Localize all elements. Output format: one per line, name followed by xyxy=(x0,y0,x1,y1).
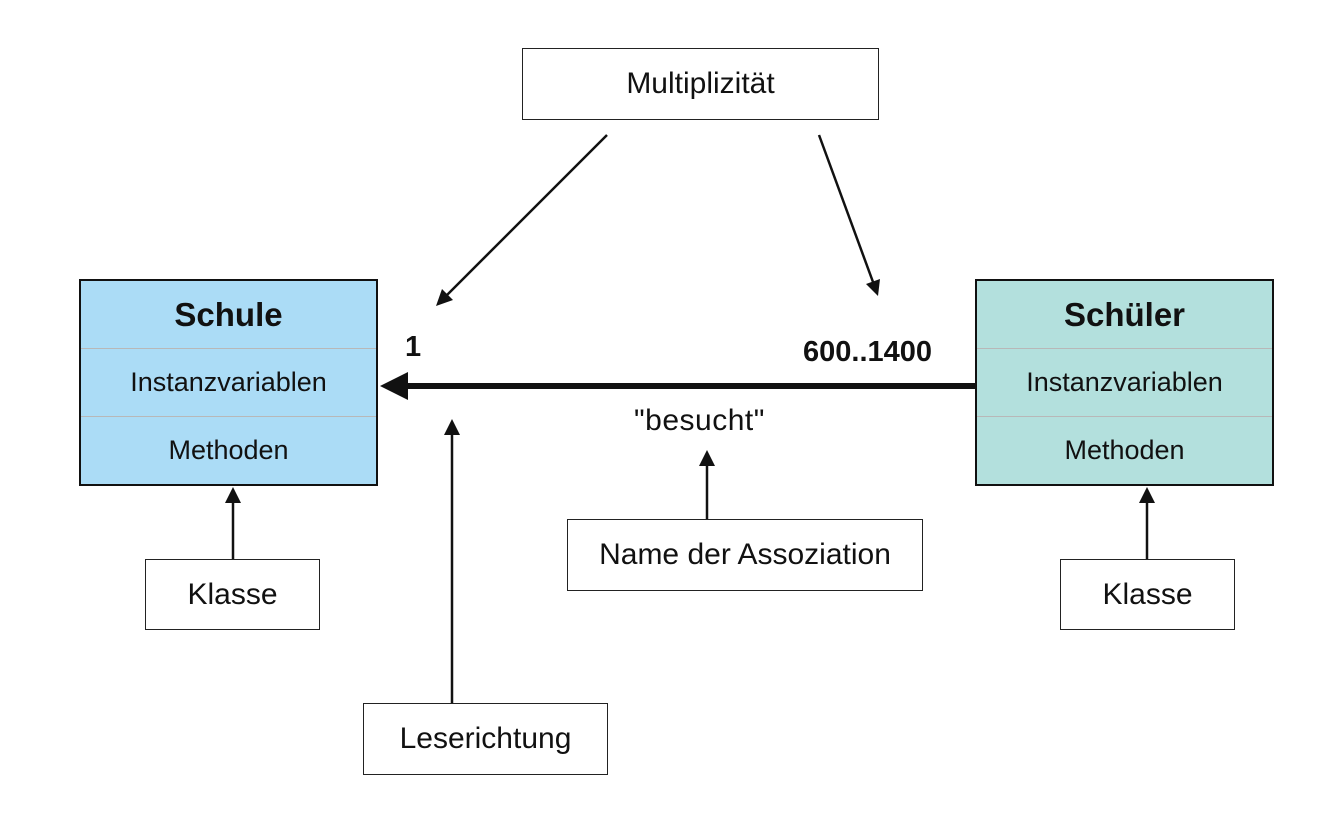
class-box-schule: Schule Instanzvariablen Methoden xyxy=(79,279,378,486)
class-label-right: Klasse xyxy=(1060,559,1235,630)
association-name-arrow-head xyxy=(699,450,715,466)
multiplicity-label: Multiplizität xyxy=(522,48,879,120)
class-name-schueler: Schüler xyxy=(1063,295,1186,333)
class-left-arrow-head xyxy=(225,487,241,503)
multiplicity-arrow-right xyxy=(817,134,875,283)
multiplicity-right: 600..1400 xyxy=(803,336,933,368)
class-methods-schueler: Methoden xyxy=(977,416,1272,484)
class-attributes-schule: Instanzvariablen xyxy=(81,348,376,416)
multiplicity-left: 1 xyxy=(405,331,422,363)
multiplicity-arrow-right-head xyxy=(866,279,880,296)
association-arrowhead xyxy=(380,372,408,400)
class-methods-schule: Methoden xyxy=(81,416,376,484)
association-name: "besucht" xyxy=(634,404,765,437)
multiplicity-arrow-left-head xyxy=(436,289,453,306)
class-right-arrow-head xyxy=(1139,487,1155,503)
multiplicity-arrow-left xyxy=(445,134,608,297)
reading-direction-arrow-head xyxy=(444,419,460,435)
class-name-schule: Schule xyxy=(174,295,283,333)
class-attributes-schueler: Instanzvariablen xyxy=(977,348,1272,416)
association-name-label: Name der Assoziation xyxy=(567,519,923,591)
class-label-left: Klasse xyxy=(145,559,320,630)
reading-direction-label: Leserichtung xyxy=(363,703,608,775)
class-box-schueler: Schüler Instanzvariablen Methoden xyxy=(975,279,1274,486)
